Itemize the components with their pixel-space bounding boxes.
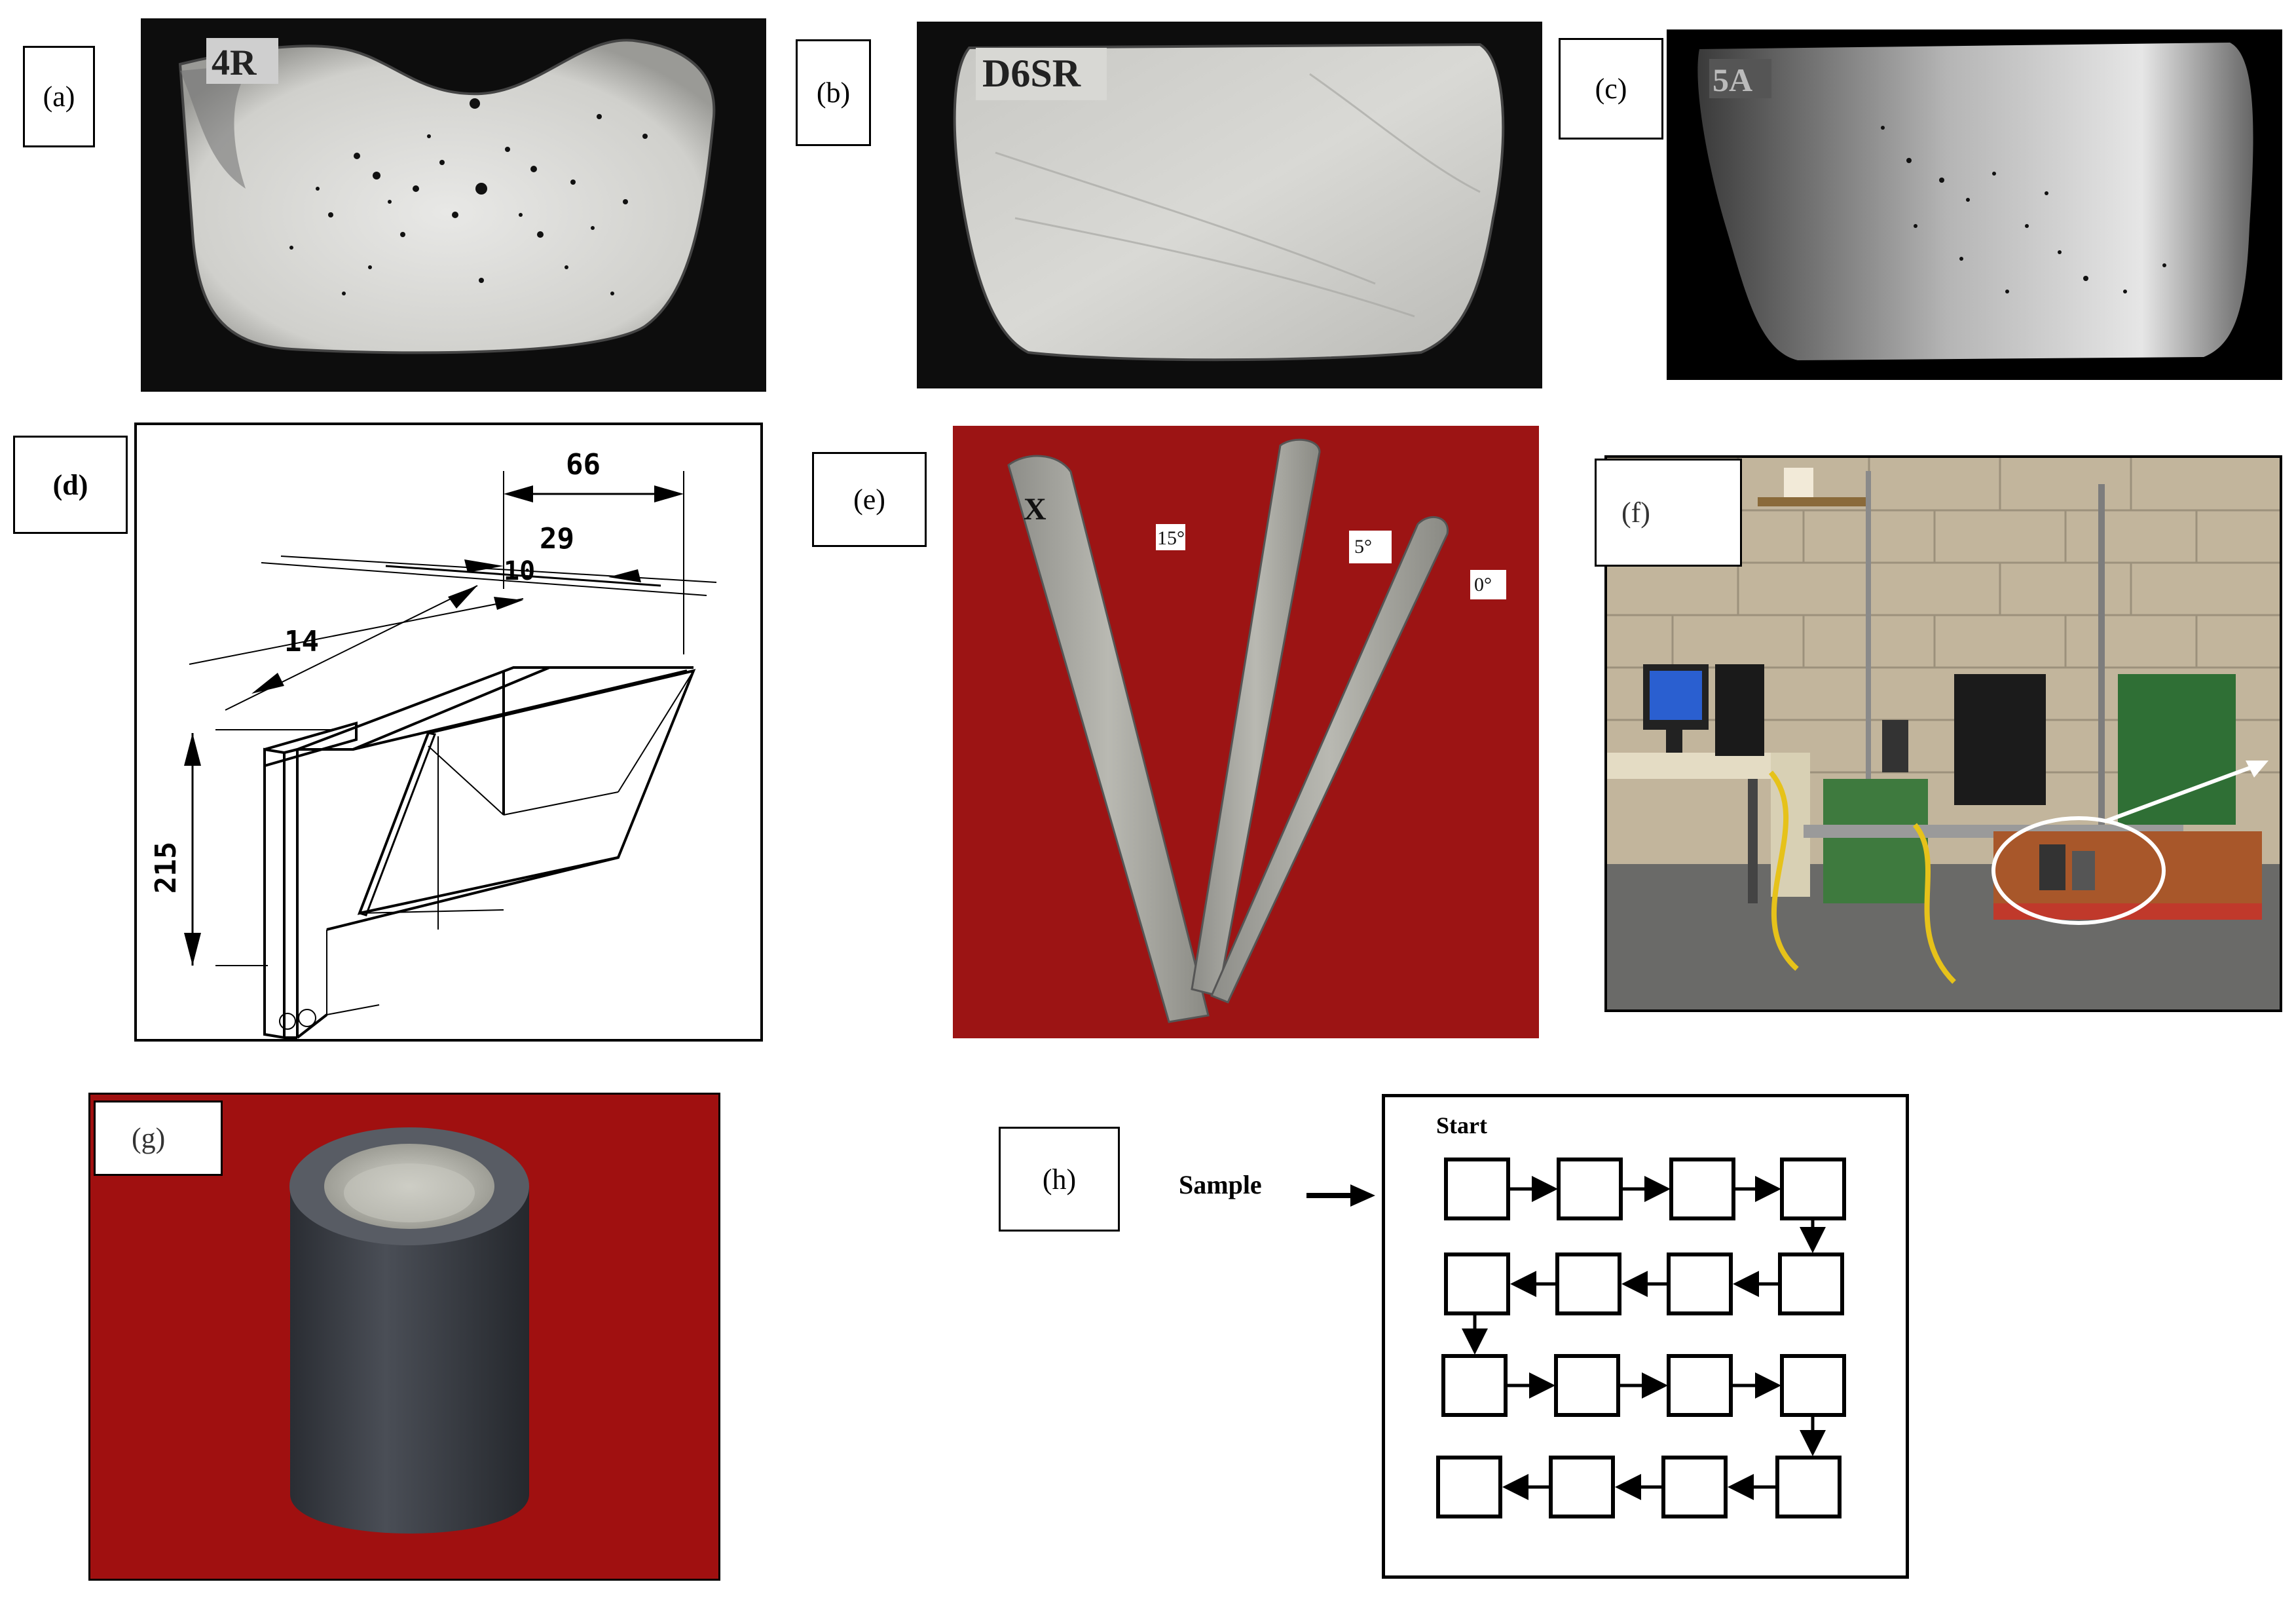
flow-step xyxy=(1549,1456,1615,1518)
sample-tag-a: 4R xyxy=(212,43,257,83)
dim-top: 66 xyxy=(566,448,601,481)
photo-a: 4R xyxy=(141,18,766,392)
photo-b: D6SR xyxy=(917,22,1542,388)
wedge-angle-15: 15° xyxy=(1157,527,1185,549)
flow-step xyxy=(1554,1354,1620,1417)
photo-c: 5A xyxy=(1667,29,2282,380)
flow-step xyxy=(1669,1158,1735,1220)
wedge-angle-5: 5° xyxy=(1354,536,1372,557)
wedge-marker: X xyxy=(1024,492,1046,527)
sample-tag-b: D6SR xyxy=(982,52,1081,95)
flow-step xyxy=(1775,1456,1842,1518)
flowchart-grid xyxy=(1436,1158,1846,1518)
flow-step xyxy=(1661,1456,1728,1518)
photo-e: X 15° 5° 0° xyxy=(953,426,1539,1038)
mold-schematic xyxy=(184,471,717,1040)
flow-step xyxy=(1555,1253,1621,1315)
wedge-samples xyxy=(1007,438,1506,1023)
dim-height: 215 xyxy=(149,841,183,894)
panel-label-h: (h) xyxy=(999,1127,1120,1232)
flow-input-arrow xyxy=(1306,1184,1375,1207)
flow-step xyxy=(1667,1253,1733,1315)
panel-label-g: (g) xyxy=(94,1101,223,1176)
flow-step xyxy=(1557,1158,1623,1220)
panel-label-a: (a) xyxy=(23,46,95,147)
fracture-surface-c xyxy=(1697,43,2253,360)
panel-label-b: (b) xyxy=(796,39,871,146)
wedge-angle-0: 0° xyxy=(1474,574,1492,595)
mold-drawing-d: 66 29 10 14 215 xyxy=(134,423,763,1042)
panel-label-e: (e) xyxy=(812,452,927,547)
flowchart-h: Start xyxy=(1382,1094,1909,1579)
flow-step xyxy=(1436,1456,1502,1518)
panel-label-c: (c) xyxy=(1559,38,1663,140)
flow-step xyxy=(1778,1253,1844,1315)
dim-inner: 10 xyxy=(504,556,536,586)
flow-step xyxy=(1780,1158,1846,1220)
sample-tag-c: 5A xyxy=(1713,62,1753,98)
fracture-surface-b xyxy=(953,43,1505,362)
flow-step xyxy=(1444,1253,1510,1315)
dim-side: 14 xyxy=(284,625,319,658)
flow-step xyxy=(1780,1354,1846,1417)
crucible xyxy=(289,1127,529,1534)
flow-step xyxy=(1441,1354,1508,1417)
fracture-surface-a xyxy=(178,38,716,354)
panel-label-d: (d) xyxy=(13,436,128,534)
panel-label-f: (f) xyxy=(1595,459,1742,567)
flow-step xyxy=(1667,1354,1733,1417)
dim-mid: 29 xyxy=(540,522,574,556)
flow-step xyxy=(1444,1158,1510,1220)
flow-input-label: Sample xyxy=(1179,1170,1262,1199)
flow-start-label: Start xyxy=(1436,1112,1487,1139)
